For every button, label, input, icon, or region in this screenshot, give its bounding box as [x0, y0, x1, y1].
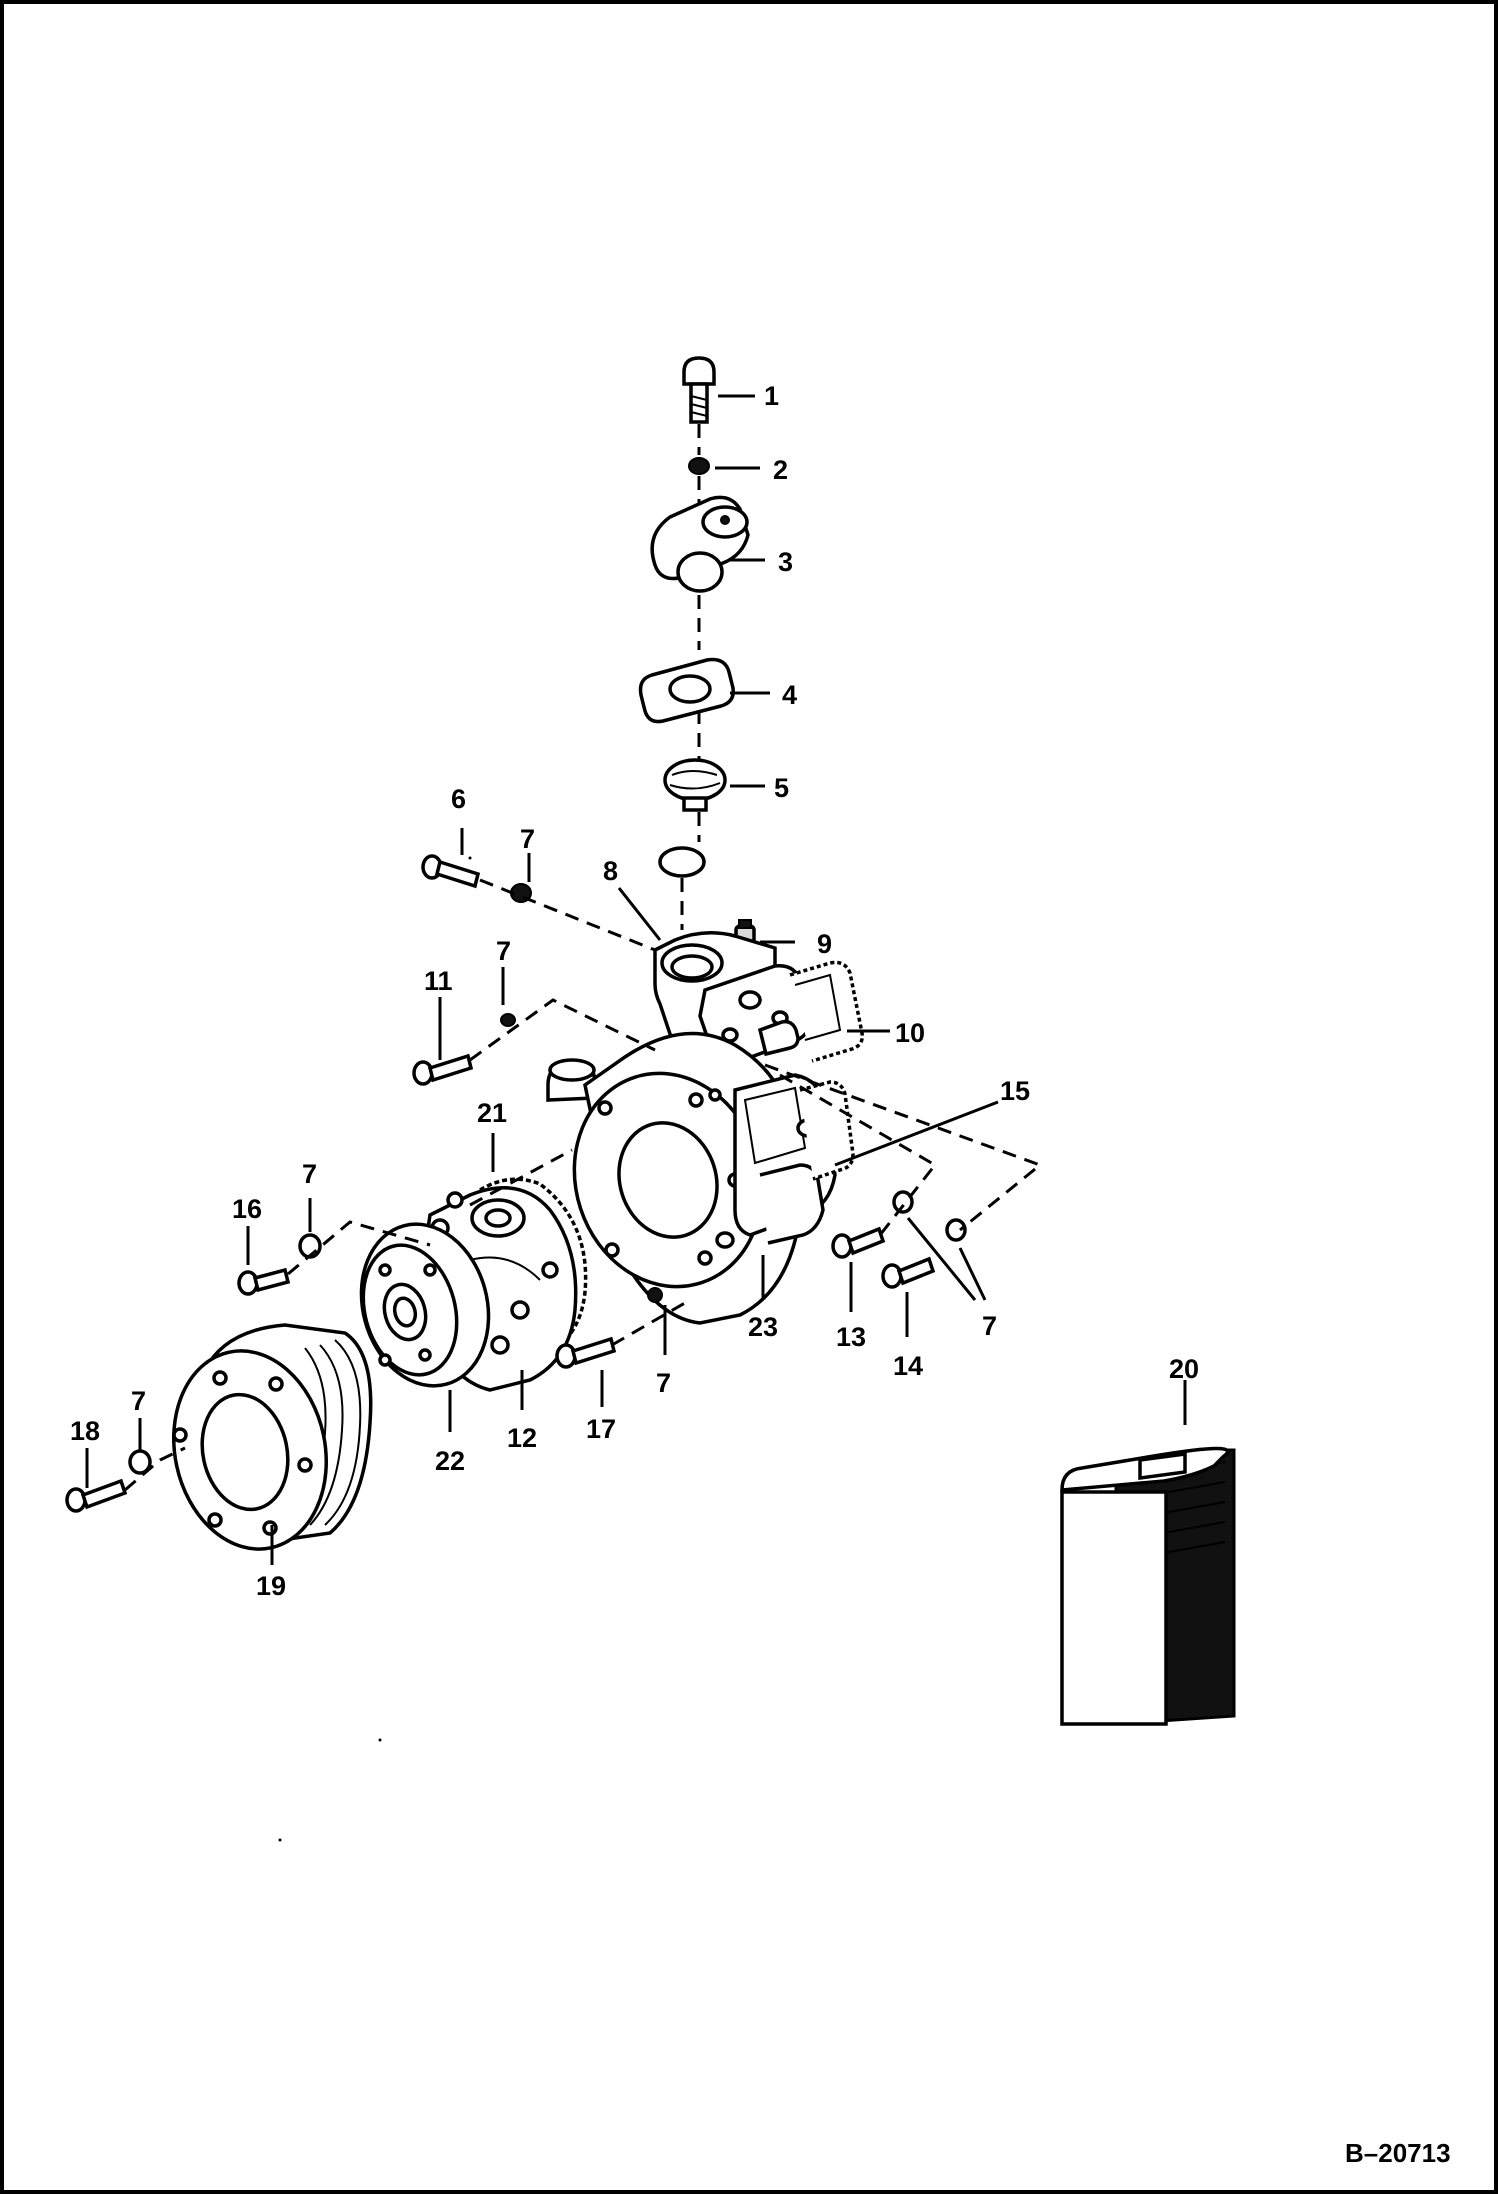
callout-8: 8 — [603, 856, 618, 886]
callout-20: 20 — [1169, 1354, 1199, 1384]
callout-14: 14 — [893, 1351, 923, 1381]
callout-7-f: 7 — [982, 1311, 997, 1341]
part-19-pulley — [171, 1323, 373, 1551]
dash-11-to-housing — [469, 998, 656, 1062]
dash-6-to-8 — [479, 878, 656, 952]
part-13-bolt — [831, 1226, 886, 1259]
part-3-water-outlet-elbow — [650, 495, 750, 593]
dash-21-to-housing — [469, 1148, 573, 1207]
callout-15: 15 — [1000, 1076, 1030, 1106]
callout-7-d: 7 — [131, 1386, 146, 1416]
callout-10: 10 — [895, 1018, 925, 1048]
callout-23: 23 — [748, 1312, 778, 1342]
callout-labels: 1 2 3 4 5 6 7 7 7 7 7 7 8 9 10 11 12 13 … — [70, 381, 1199, 1601]
part-6-bolt — [421, 854, 481, 889]
part-22-hub — [359, 1222, 491, 1388]
part-7-washer-g — [945, 1218, 967, 1242]
part-1-bolt — [682, 356, 716, 424]
part-15-gasket — [799, 1080, 855, 1181]
callout-6: 6 — [451, 784, 466, 814]
callout-21: 21 — [477, 1098, 507, 1128]
callout-7-c: 7 — [302, 1159, 317, 1189]
callout-16: 16 — [232, 1194, 262, 1224]
callout-19: 19 — [256, 1571, 286, 1601]
callout-7-b: 7 — [496, 936, 511, 966]
part-18-bolt — [65, 1478, 128, 1513]
part-o-ring — [658, 846, 706, 878]
callout-12: 12 — [507, 1423, 537, 1453]
dash-18-to-pulley — [124, 1446, 186, 1492]
leader-lines — [85, 394, 1187, 1565]
part-4-gasket — [638, 657, 735, 724]
part-11-bolt — [412, 1053, 474, 1086]
callout-11: 11 — [424, 966, 453, 996]
dash-housing-to-14 — [764, 1063, 1044, 1232]
part-5-thermostat — [663, 758, 727, 812]
part-2-washer — [688, 457, 710, 475]
part-7-washer-b — [500, 1013, 516, 1027]
part-10-gasket — [789, 960, 865, 1063]
part-7-washer-e — [647, 1287, 663, 1303]
part-7-washer-d — [128, 1449, 152, 1475]
dash-housing-to-13 — [779, 1073, 938, 1236]
callout-18: 18 — [70, 1416, 100, 1446]
callout-5: 5 — [774, 773, 789, 803]
callout-3: 3 — [778, 547, 793, 577]
part-20-kit-box — [1060, 1446, 1236, 1726]
part-16-bolt — [237, 1267, 291, 1296]
dash-16-to-pump — [287, 1220, 431, 1276]
part-23-pump-housing — [546, 1031, 837, 1325]
part-17-bolt — [555, 1336, 617, 1369]
part-7-washer-f — [892, 1190, 914, 1214]
speck — [468, 856, 472, 860]
callout-7-e: 7 — [656, 1368, 671, 1398]
callout-2: 2 — [773, 455, 788, 485]
callout-17: 17 — [586, 1414, 616, 1444]
callout-9: 9 — [817, 929, 832, 959]
callout-13: 13 — [836, 1322, 866, 1352]
callout-1: 1 — [764, 381, 779, 411]
callout-22: 22 — [435, 1446, 465, 1476]
callout-4: 4 — [782, 680, 797, 710]
callout-7-a: 7 — [520, 824, 535, 854]
speck — [378, 1738, 382, 1742]
dash-17-to-housing — [611, 1298, 691, 1347]
document-id: B–20713 — [1345, 2138, 1451, 2168]
part-14-bolt — [881, 1256, 936, 1289]
speck — [278, 1838, 282, 1842]
